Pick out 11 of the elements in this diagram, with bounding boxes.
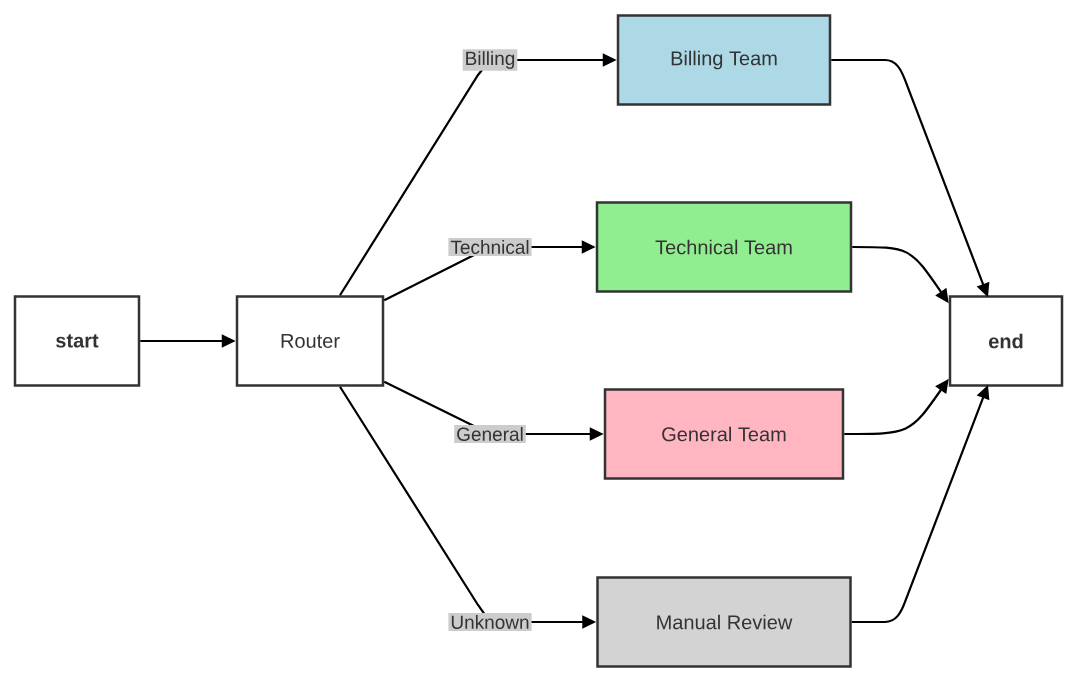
edge-label: Billing (462, 49, 518, 71)
edge-label: General (454, 425, 526, 443)
process-box: Billing Team (616, 14, 832, 106)
process-box: Technical Team (595, 201, 853, 293)
edge-label: Unknown (448, 613, 532, 631)
process-box: Manual Review (596, 576, 852, 668)
edge-label: Technical (448, 238, 532, 256)
process-box: General Team (603, 388, 845, 480)
process-box: start (13, 295, 141, 387)
process-box: end (948, 295, 1064, 387)
process-box: Router (235, 295, 385, 387)
